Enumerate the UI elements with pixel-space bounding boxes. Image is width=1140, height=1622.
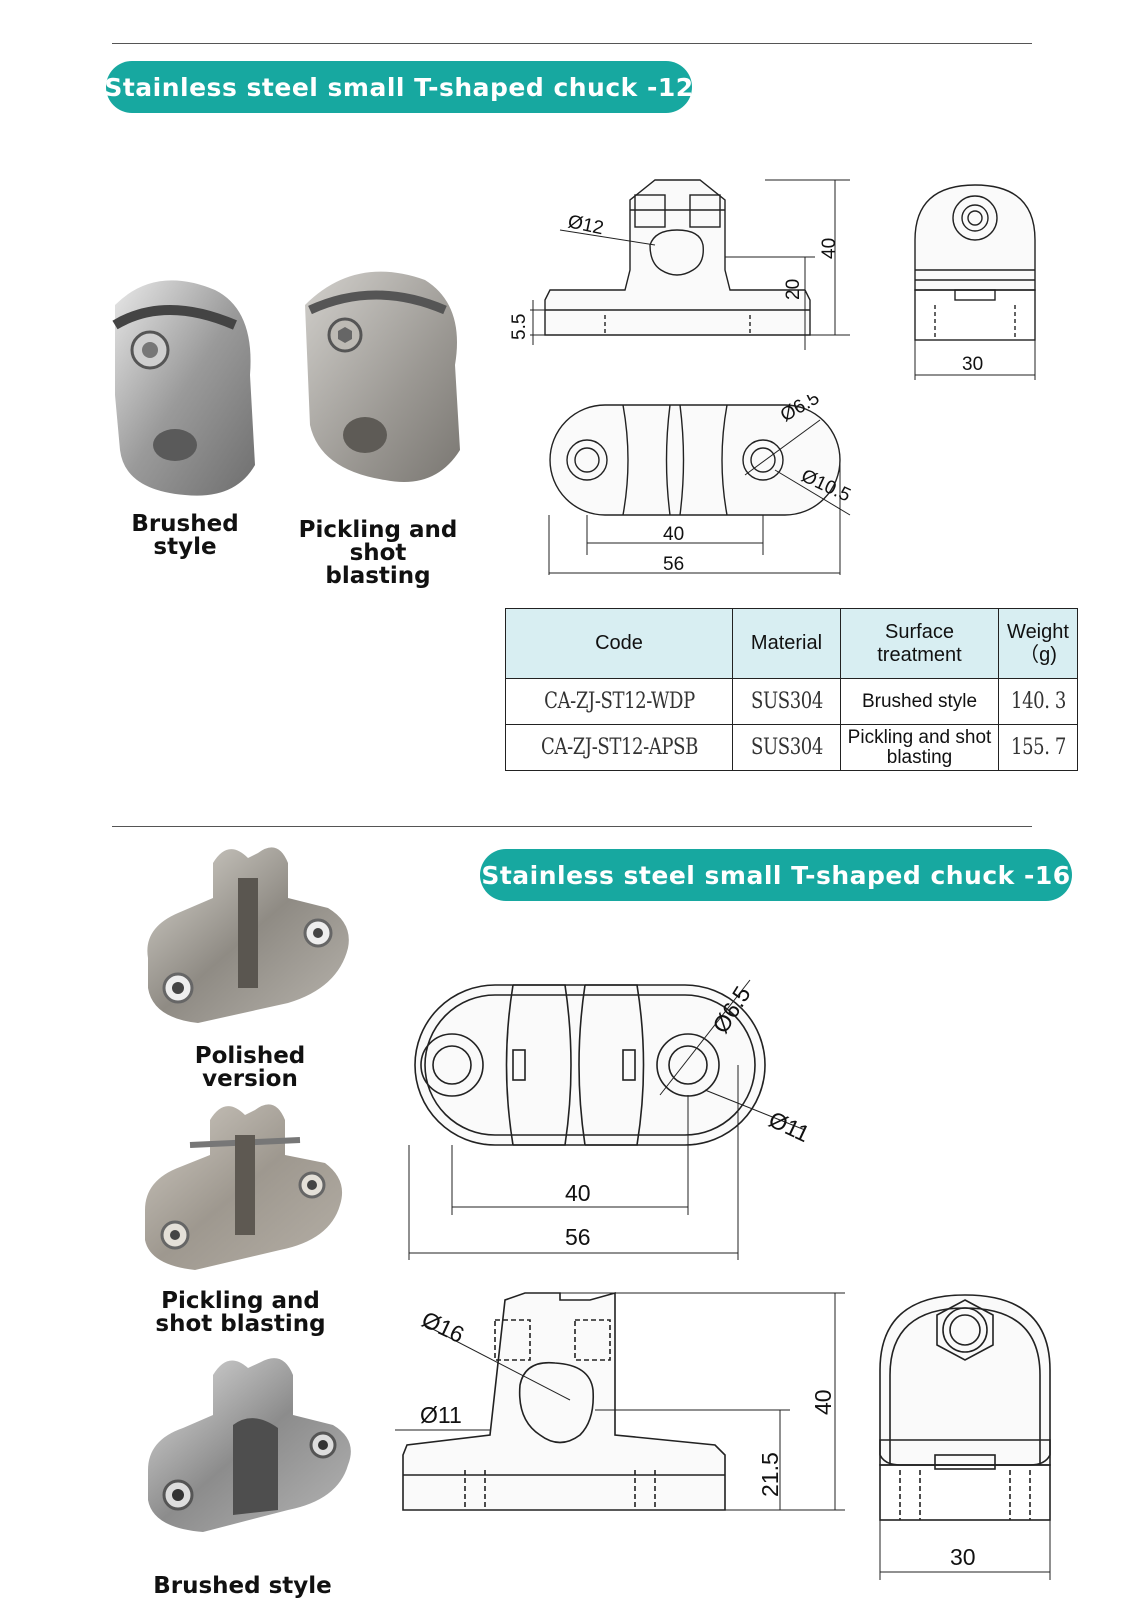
table-header-code: Code bbox=[505, 608, 733, 679]
photo-pickling-16 bbox=[145, 1104, 343, 1270]
photo-brushed-12 bbox=[112, 280, 255, 496]
table-header-row: Code Material Surface treatment Weight（g… bbox=[505, 608, 1078, 679]
photo-caption-pickling-12: Pickling and shot blasting bbox=[298, 517, 458, 589]
drawing-side-view-12: Ø12 40 20 5.5 bbox=[509, 179, 850, 350]
dim-height-16: 40 bbox=[810, 1389, 836, 1415]
dim-hole-spacing-12: 40 bbox=[663, 524, 684, 545]
photo-caption-brushed-16: Brushed style bbox=[153, 1573, 332, 1599]
dim-side-dia-16: Ø11 bbox=[420, 1402, 462, 1428]
dim-mid-height-16: 21.5 bbox=[757, 1452, 783, 1497]
drawing-top-view-16: Ø6.5 Ø11 40 56 bbox=[408, 979, 814, 1260]
section-1-title: Stainless steel small T-shaped chuck -12 bbox=[104, 61, 693, 113]
dim-width-12: 30 bbox=[962, 354, 983, 375]
table-cell-surface: Brushed style bbox=[840, 678, 999, 725]
photo-pickling-12 bbox=[305, 271, 460, 482]
table-cell-material: SUS304 bbox=[741, 724, 832, 771]
middle-divider bbox=[112, 826, 1032, 827]
table-header-surface: Surface treatment bbox=[840, 608, 999, 679]
photo-caption-brushed-12: Brushed style bbox=[131, 511, 239, 560]
spec-table: Code Material Surface treatment Weight（g… bbox=[505, 608, 1078, 771]
dim-base-thk-12: 5.5 bbox=[509, 314, 530, 340]
photo-caption-pickling-16: Pickling and shot blasting bbox=[155, 1288, 326, 1337]
drawing-top-view-12: Ø6.5 Ø10.5 40 56 bbox=[548, 395, 854, 575]
table-cell-material: SUS304 bbox=[741, 678, 832, 725]
dim-height-12: 40 bbox=[819, 238, 840, 259]
dim-length-12: 56 bbox=[663, 554, 684, 575]
dim-mid-height-12: 20 bbox=[783, 279, 804, 300]
table-row: CA-ZJ-ST12-WDP SUS304 Brushed style 140.… bbox=[506, 678, 1078, 725]
dim-hole-spacing-16: 40 bbox=[565, 1180, 591, 1206]
photo-brushed-16 bbox=[148, 1358, 351, 1532]
dim-pipe-dia-12: Ø12 bbox=[566, 211, 606, 239]
photo-polished-16 bbox=[147, 847, 349, 1023]
photo-caption-polished-16: Polished version bbox=[194, 1043, 306, 1092]
drawing-front-view-16: 30 bbox=[879, 1294, 1051, 1580]
drawing-side-view-16: Ø16 Ø11 21.5 40 bbox=[395, 1291, 845, 1511]
table-cell-surface: Pickling and shot blasting bbox=[840, 724, 999, 771]
table-cell-weight: 155. 7 bbox=[1005, 724, 1071, 771]
table-cell-code: CA-ZJ-ST12-APSB bbox=[525, 724, 713, 771]
dim-pipe-dia-16: Ø16 bbox=[418, 1306, 468, 1348]
section-2-title: Stainless steel small T-shaped chuck -16 bbox=[480, 849, 1072, 901]
table-cell-weight: 140. 3 bbox=[1005, 678, 1071, 725]
table-cell-code: CA-ZJ-ST12-WDP bbox=[525, 678, 713, 725]
dim-width-16: 30 bbox=[950, 1544, 976, 1570]
table-header-material: Material bbox=[732, 608, 841, 679]
table-row: CA-ZJ-ST12-APSB SUS304 Pickling and shot… bbox=[506, 724, 1078, 771]
dim-length-16: 56 bbox=[565, 1224, 591, 1250]
top-divider bbox=[112, 43, 1032, 44]
dim-counterbore-dia-16: Ø11 bbox=[765, 1106, 814, 1147]
table-header-weight: Weight（g) bbox=[998, 608, 1078, 679]
drawing-front-view-12: 30 bbox=[914, 184, 1036, 380]
